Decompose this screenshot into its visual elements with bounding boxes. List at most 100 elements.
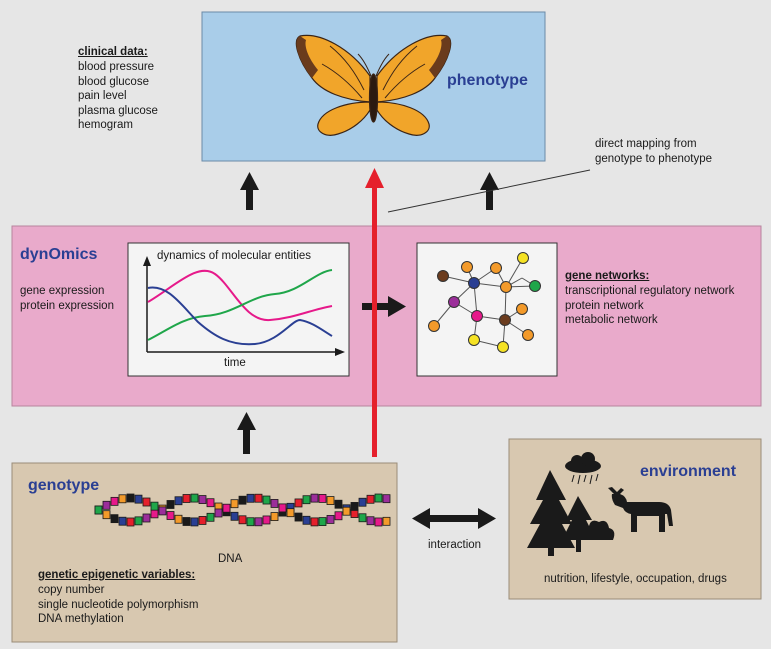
variable-item: single nucleotide polymorphism bbox=[38, 598, 199, 611]
dna-segment bbox=[302, 495, 311, 505]
tree-icon bbox=[527, 470, 575, 556]
dna-segment bbox=[326, 515, 335, 524]
dna-segment bbox=[190, 517, 199, 527]
clinical-item: blood glucose bbox=[78, 75, 149, 88]
dna-segment bbox=[158, 506, 167, 516]
dna-segment bbox=[142, 513, 151, 523]
variable-item: copy number bbox=[38, 584, 105, 596]
dna-segment bbox=[334, 499, 343, 509]
dna-segment bbox=[110, 514, 119, 524]
dna-segment bbox=[334, 511, 343, 521]
clinical-item: pain level bbox=[78, 90, 127, 102]
environment-title: environment bbox=[640, 463, 737, 480]
dna-segment bbox=[142, 497, 151, 507]
dna-segment bbox=[310, 517, 319, 527]
direct-mapping-arrow bbox=[365, 168, 384, 457]
mapping-note-leader bbox=[387, 169, 591, 213]
dynomics-item: protein expression bbox=[20, 299, 114, 312]
dna-segment bbox=[94, 505, 103, 515]
dna-label: DNA bbox=[218, 553, 243, 565]
dna-segment bbox=[238, 515, 247, 525]
dna-segment bbox=[278, 503, 287, 513]
dna-segment bbox=[318, 517, 327, 526]
dna-segment bbox=[198, 516, 207, 525]
genetic-variables-list: copy number single nucleotide polymorphi… bbox=[38, 583, 198, 627]
curve-green bbox=[147, 269, 333, 341]
dna-segment bbox=[206, 512, 215, 522]
dna-segment bbox=[270, 512, 279, 521]
chart-title: dynamics of molecular entities bbox=[157, 250, 312, 262]
butterfly-icon bbox=[295, 34, 452, 136]
dna-segment bbox=[366, 516, 375, 526]
dna-segment bbox=[110, 496, 119, 506]
clinical-item: plasma glucose bbox=[78, 104, 158, 117]
mapping-note-line: genotype to phenotype bbox=[595, 152, 713, 165]
dna-segment bbox=[254, 493, 263, 503]
dna-segment bbox=[222, 503, 231, 513]
dna-segment bbox=[262, 515, 271, 525]
arrow-network-to-phenotype bbox=[480, 172, 499, 210]
dna-segment bbox=[350, 502, 359, 511]
dna-segment bbox=[230, 511, 239, 521]
dna-segment bbox=[182, 494, 191, 503]
dna-helix-icon bbox=[94, 493, 391, 527]
dna-segment bbox=[286, 508, 295, 518]
network-item: protein network bbox=[565, 299, 644, 312]
mapping-note-line: direct mapping from bbox=[595, 138, 697, 150]
dna-segment bbox=[174, 496, 183, 506]
dna-segment bbox=[134, 516, 143, 526]
dna-segment bbox=[126, 517, 135, 527]
dna-segment bbox=[246, 493, 255, 503]
dna-segment bbox=[198, 495, 207, 504]
arrow-dynomics-to-clinical bbox=[240, 172, 259, 210]
dynomics-items: gene expression protein expression bbox=[20, 284, 114, 313]
dna-segment bbox=[254, 517, 263, 527]
dna-segment bbox=[294, 512, 303, 522]
curve-pink bbox=[147, 269, 333, 322]
dna-segment bbox=[102, 500, 111, 510]
dynomics-title: dynOmics bbox=[20, 246, 98, 263]
dna-segment bbox=[190, 493, 199, 503]
dna-segment bbox=[382, 516, 391, 526]
environment-factors: nutrition, lifestyle, occupation, drugs bbox=[544, 573, 727, 585]
dna-segment bbox=[150, 509, 159, 519]
dna-segment bbox=[374, 517, 383, 527]
network-panel bbox=[416, 242, 558, 377]
dna-segment bbox=[182, 517, 191, 526]
dna-segment bbox=[174, 514, 183, 524]
genotype-title: genotype bbox=[28, 477, 100, 494]
dna-segment bbox=[166, 511, 175, 520]
phenotype-title: phenotype bbox=[447, 72, 528, 89]
gene-networks-list: transcriptional regulatory network prote… bbox=[565, 284, 734, 328]
dna-segment bbox=[166, 500, 175, 509]
dna-segment bbox=[270, 499, 279, 508]
dna-segment bbox=[118, 494, 127, 504]
dna-segment bbox=[118, 516, 127, 526]
dna-segment bbox=[374, 493, 383, 503]
variable-item: DNA methylation bbox=[38, 613, 124, 625]
dna-segment bbox=[246, 517, 255, 527]
dna-segment bbox=[366, 494, 375, 504]
clinical-item: blood pressure bbox=[78, 61, 155, 73]
rain-icon bbox=[571, 473, 599, 485]
shrub-icon bbox=[583, 520, 615, 540]
dna-segment bbox=[126, 493, 135, 503]
dna-segment bbox=[302, 515, 311, 525]
network-nodes bbox=[428, 252, 541, 353]
chart-xlabel: time bbox=[224, 357, 246, 369]
genotype-box bbox=[11, 462, 398, 643]
dna-segment bbox=[150, 501, 159, 511]
dna-segment bbox=[134, 494, 143, 504]
dna-segment bbox=[214, 508, 223, 518]
dynomics-item: gene expression bbox=[20, 285, 105, 297]
clinical-data-list: blood pressure blood glucose pain level … bbox=[78, 60, 158, 133]
cow-icon bbox=[608, 487, 673, 532]
dna-segment bbox=[262, 495, 271, 505]
dna-segment bbox=[382, 494, 391, 504]
dna-segment bbox=[102, 510, 111, 520]
dna-segment bbox=[230, 499, 239, 509]
clinical-item: hemogram bbox=[78, 119, 133, 131]
dna-segment bbox=[342, 506, 351, 516]
